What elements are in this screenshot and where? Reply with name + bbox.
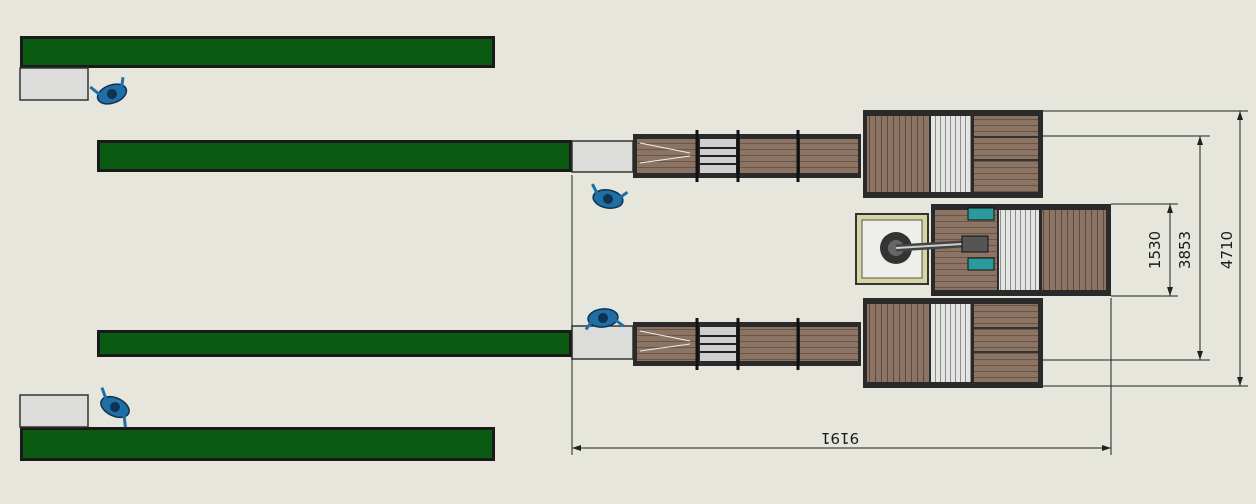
operator-icon	[584, 308, 625, 331]
belt-conveyor-top	[19, 36, 495, 101]
feed-conveyor-lower	[633, 318, 861, 370]
belt-conveyor-bottom	[19, 394, 495, 461]
robot-arm-icon	[855, 213, 989, 285]
pallet-cell-bottom	[863, 298, 1043, 388]
operator-icon	[89, 77, 128, 105]
dimension-height-middle: 3853	[1176, 231, 1194, 269]
pallet-cell-top	[863, 110, 1043, 198]
dimension-height-total: 4710	[1218, 231, 1236, 269]
operator-icon	[100, 387, 130, 428]
feed-conveyor-upper	[633, 130, 861, 182]
dimension-height-center: 1530	[1146, 231, 1164, 269]
operator-icon	[591, 183, 629, 209]
pallet-cell-middle	[931, 204, 1111, 296]
dimension-lines	[571, 110, 1248, 455]
belt-conveyor-lower	[97, 325, 634, 360]
dimension-arrows	[572, 111, 1243, 451]
dimension-width-total: 9191	[821, 429, 859, 447]
belt-conveyor-upper	[97, 140, 634, 173]
